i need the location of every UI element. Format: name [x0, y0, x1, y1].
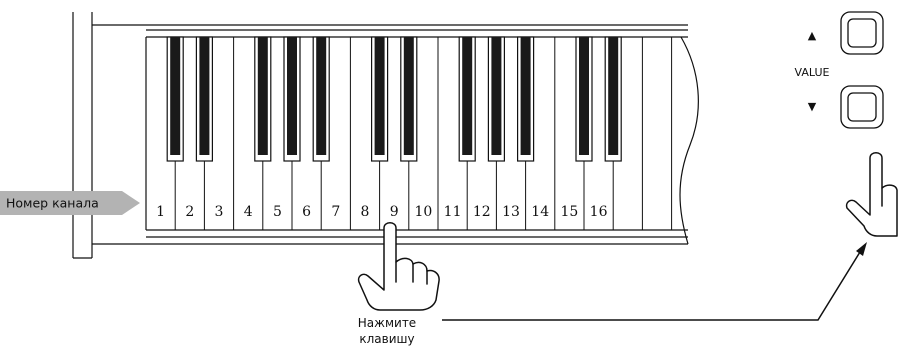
black-key-face: [199, 37, 210, 155]
channel-number-label: Номер канала: [6, 196, 99, 211]
value-label: VALUE: [795, 66, 830, 79]
key-number-label: 14: [531, 204, 549, 220]
value-panel: ▲ VALUE ▼: [795, 11, 884, 129]
key-number-label: 12: [473, 204, 491, 220]
key-number-label: 2: [185, 204, 194, 220]
key-number-label: 7: [331, 204, 340, 220]
value-down-button[interactable]: [840, 85, 884, 129]
white-keys: [174, 37, 673, 230]
channel-number-tag: Номер канала: [0, 191, 140, 215]
connector-arrow: [442, 251, 861, 321]
caption-line-1: Нажмите: [358, 316, 416, 330]
key-number-label: 15: [560, 204, 578, 220]
value-up-button[interactable]: [840, 11, 884, 55]
black-key-face: [608, 37, 619, 155]
caption-line-2: клавишу: [359, 332, 414, 346]
key-number-label: 13: [502, 204, 520, 220]
key-number-label: 9: [390, 204, 399, 220]
key-number-label: 10: [414, 204, 432, 220]
black-key-face: [579, 37, 589, 155]
black-key-face: [374, 37, 385, 155]
black-key-face: [316, 37, 327, 155]
key-number-label: 5: [273, 204, 282, 220]
hand-pointer-icon-value: [845, 152, 898, 237]
key-number-label: 4: [244, 204, 253, 220]
hand-pointer-icon: [357, 222, 440, 311]
black-key-face: [462, 37, 473, 155]
black-key-face: [491, 37, 502, 155]
black-keys: [166, 36, 622, 162]
black-key-face: [287, 37, 297, 155]
key-number-label: 6: [302, 204, 311, 220]
key-number-label: 3: [215, 204, 224, 220]
key-number-label: 11: [444, 204, 462, 220]
key-number-label: 1: [156, 204, 165, 220]
value-up-arrow-icon: ▲: [808, 29, 817, 42]
black-key-face: [403, 37, 414, 155]
value-down-arrow-icon: ▼: [808, 100, 817, 113]
black-key-face: [257, 37, 268, 155]
black-key-face: [520, 37, 531, 155]
key-number-label: 8: [361, 204, 370, 220]
key-number-label: 16: [590, 204, 608, 220]
black-key-face: [170, 37, 181, 155]
arrowhead: [856, 242, 867, 256]
